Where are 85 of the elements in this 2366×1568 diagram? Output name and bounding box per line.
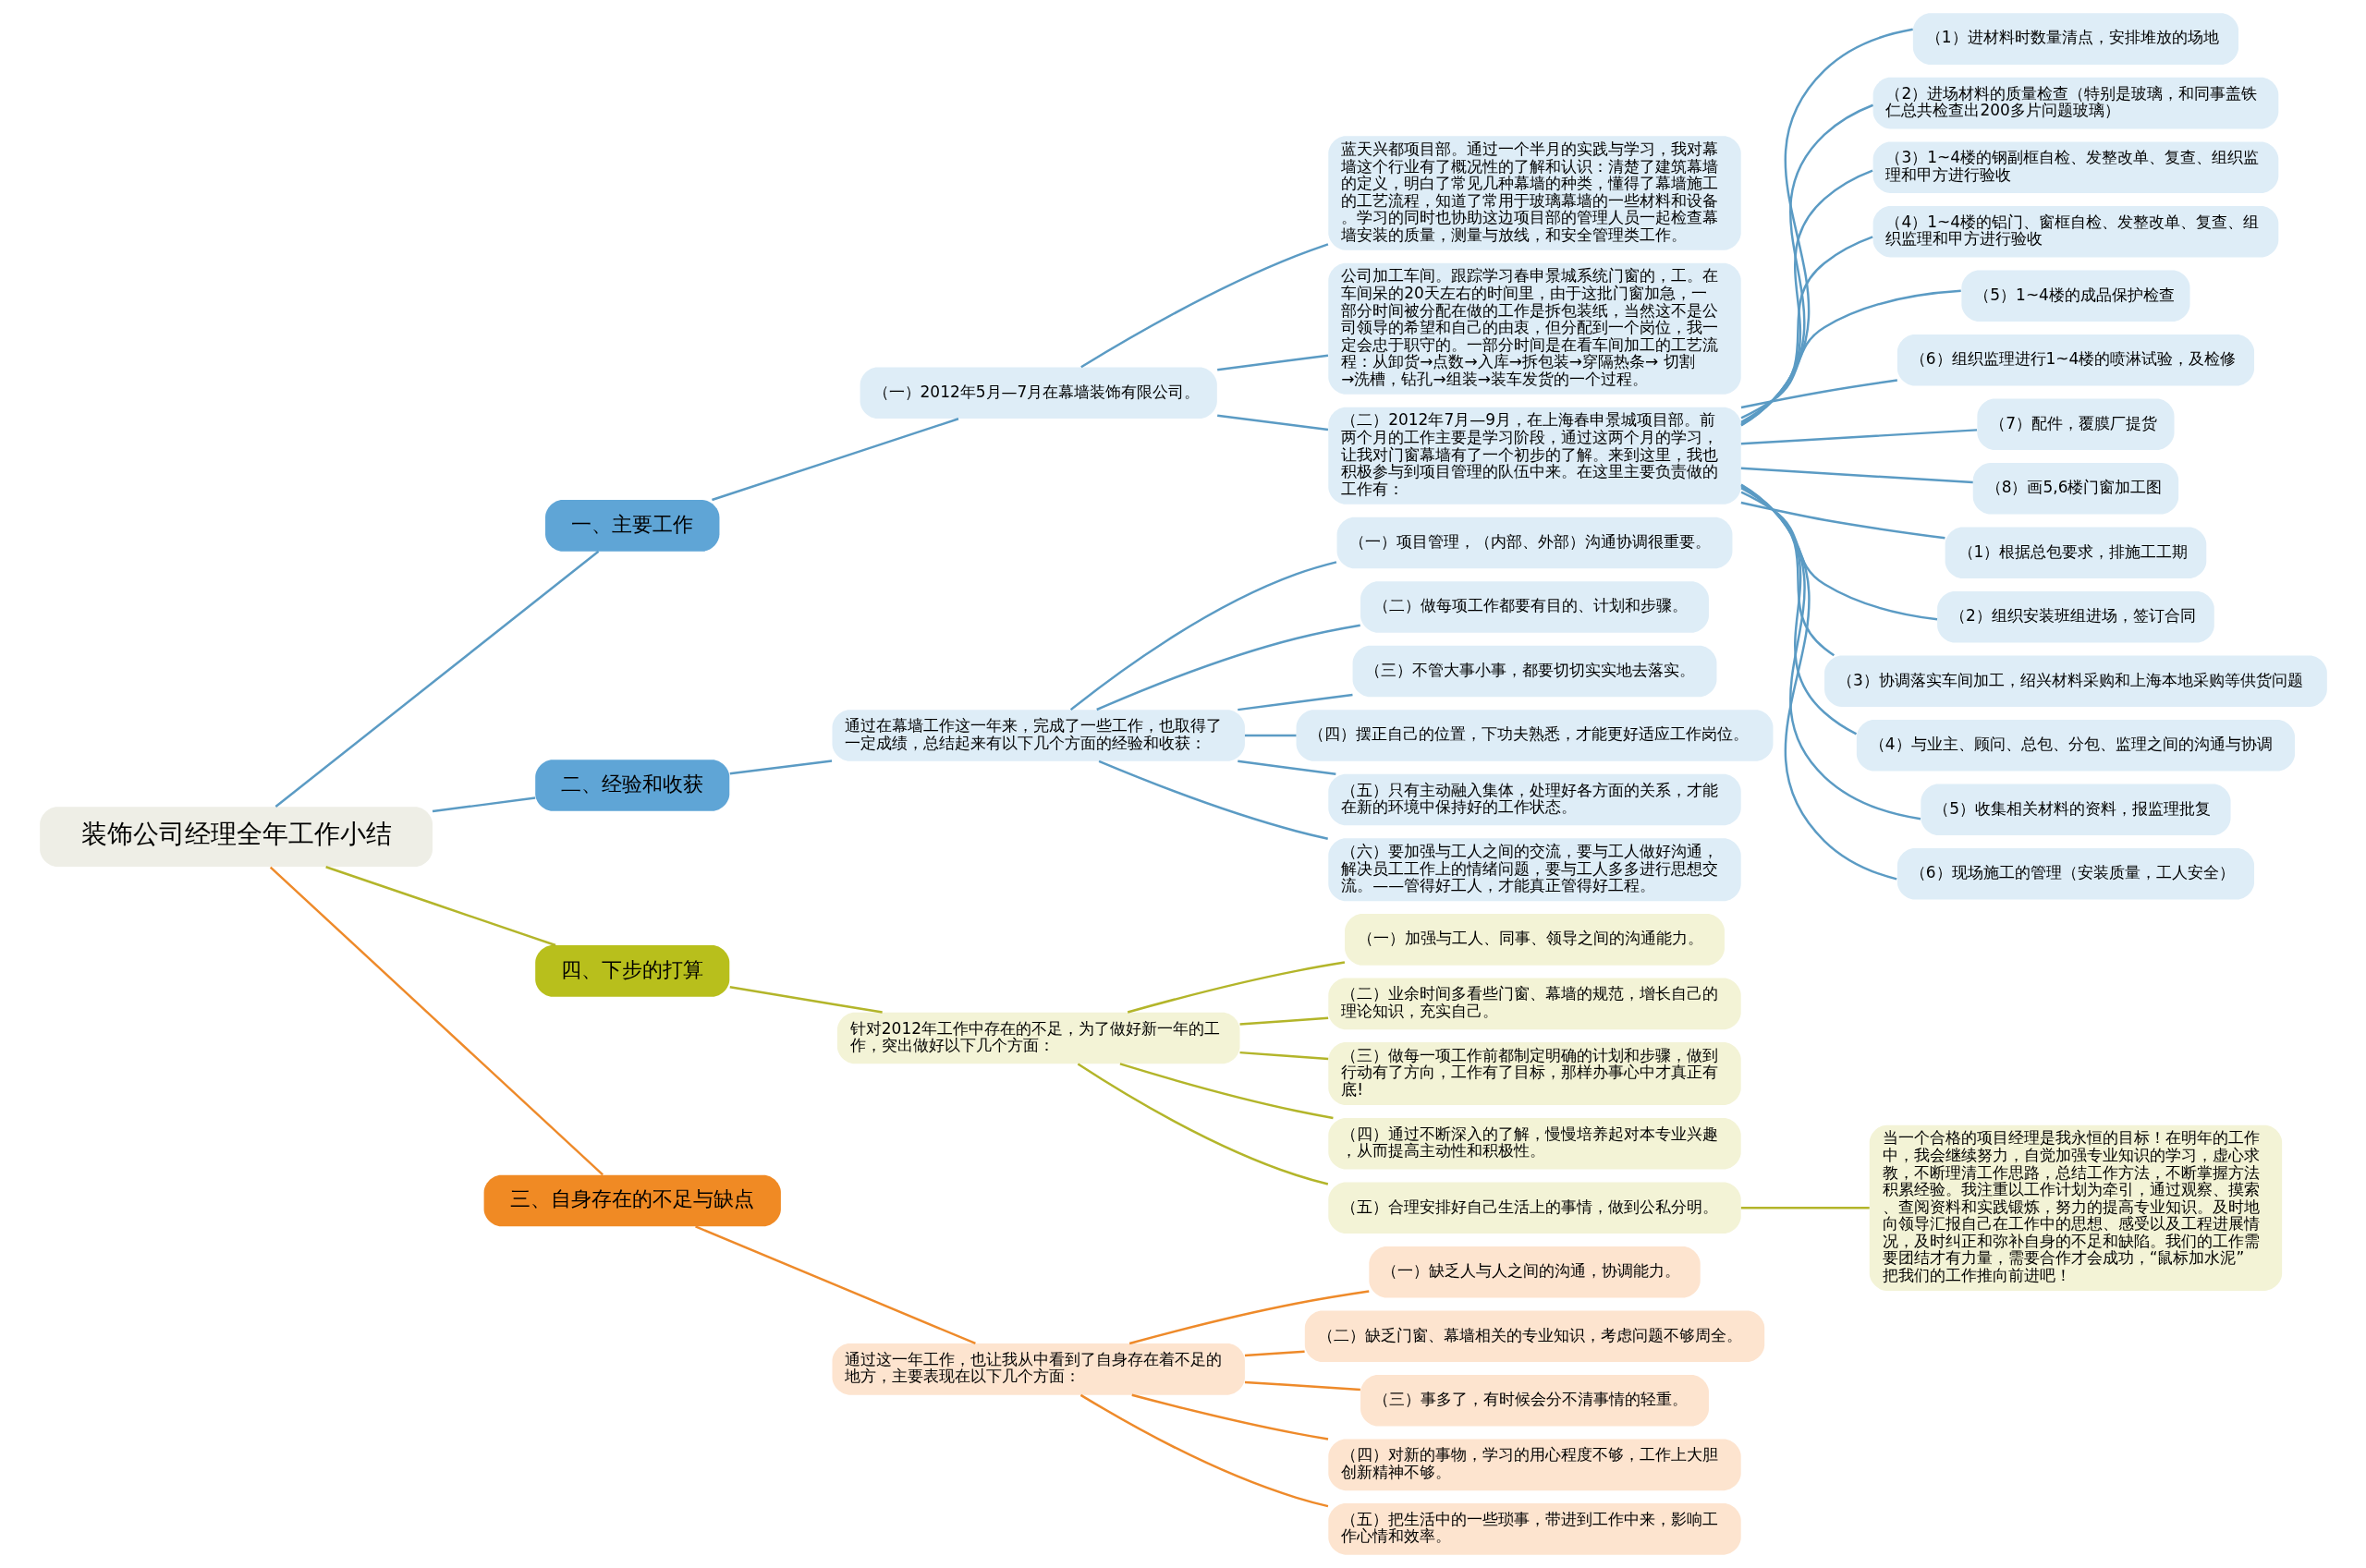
connector [1739, 487, 1835, 657]
node-box: （二）做每项工作都要有目的、计划和步骤。 [1360, 581, 1709, 633]
node-box: （3）1~4楼的钢副框自检、发整改单、复查、组织监理和甲方进行验收 [1872, 141, 2278, 193]
connector [1238, 1051, 1328, 1061]
node-box: （2）组织安装班组进场，签订合同 [1936, 590, 2214, 643]
connector [1077, 1063, 1328, 1185]
connector [1740, 379, 1897, 409]
connector [1739, 169, 1873, 425]
connector [1244, 1350, 1305, 1357]
connector [729, 760, 832, 775]
node-box: （1）进材料时数量清点，安排堆放的场地 [1912, 13, 2238, 65]
node-box: （四）通过不断深入的了解，慢慢培养起对本专业兴趣，从而提高主动性和积极性。 [1327, 1117, 1741, 1170]
connector [1098, 760, 1328, 840]
connector [729, 985, 883, 1014]
connector [1740, 1207, 1870, 1209]
node-box: （一）项目管理，（内部、外部）沟通协调很重要。 [1336, 517, 1732, 569]
node-box: （4）与业主、顾问、总包、分包、监理之间的沟通与协调 [1856, 720, 2295, 772]
node-box: 装饰公司经理全年工作小结 [39, 807, 433, 868]
connector [1237, 693, 1353, 711]
connector [711, 418, 958, 502]
node-box: （6）组织监理进行1~4楼的喷淋试验，及检修 [1896, 334, 2254, 386]
connector [1216, 354, 1328, 371]
connector [1244, 734, 1296, 737]
connector [1740, 103, 1873, 426]
node-box: 三、自身存在的不足与缺点 [483, 1174, 781, 1227]
node-box: 二、经验和收获 [534, 760, 729, 811]
connector [1739, 485, 1857, 735]
connector [1237, 760, 1335, 775]
connector [1740, 289, 1961, 419]
node-box: （二）2012年7月—9月，在上海春申景城项目部。前两个月的工作主要是学习阶段，通过这两个月的学习，让我对门窗幕墙有了一个初步的了解。来到这里，我也积极参与到项目管理的队伍中来。在这里主要负责做的工作有： [1327, 407, 1741, 504]
connector [1127, 961, 1345, 1014]
node-box: （四）对新的事物，学习的用心程度不够，工作上大胆创新精神不够。 [1327, 1439, 1741, 1491]
connector [1740, 467, 1973, 484]
connector [1095, 624, 1360, 711]
node-box: （一）2012年5月—7月在幕墙装饰有限公司。 [860, 367, 1217, 419]
node-box: 公司加工车间。跟踪学习春申景城系统门窗的，工。在车间呆的20天左右的时间里，由于这批门窗加急，一部分时间被分配在做的工作是拆包装纸，当然这不是公司领导的希望和自己的由衷，但分配到一个岗位，我一定会忠于职守的。一部分时间是在看车间加工的工艺流程：从卸货→点数→入库→拆包装→穿隔热条→ 切割→洗槽，钻孔→组装→装车发货的一个过程。 [1327, 262, 1741, 395]
node-box: （三）不管大事小事，都要切切实实地去落实。 [1352, 645, 1716, 698]
node-box: （1）根据总包要求，排施工工期 [1945, 527, 2206, 579]
connector [1740, 429, 1977, 445]
connector [1244, 1380, 1360, 1392]
node-box: （四）摆正自己的位置，下功夫熟悉，才能更好适应工作岗位。 [1296, 710, 1773, 761]
node-box: （8）画5,6楼门窗加工图 [1972, 462, 2178, 515]
node-box: 通过这一年工作，也让我从中看到了自身存在着不足的地方，主要表现在以下几个方面： [832, 1343, 1245, 1395]
connector [274, 550, 599, 808]
node-box: 针对2012年工作中存在的不足，为了做好新一年的工作，突出做好以下几个方面： [836, 1012, 1239, 1064]
connector [1740, 491, 1937, 621]
connector [1739, 236, 1873, 423]
connector [1739, 28, 1913, 427]
node-box: （4）1~4楼的铝门、窗框自检、发整改单、复查、组织监理和甲方进行验收 [1872, 205, 2278, 258]
connector [1739, 483, 1896, 881]
connector [1079, 243, 1328, 369]
connector [1119, 1063, 1334, 1120]
node-box: （一）加强与工人、同事、领导之间的沟通能力。 [1344, 914, 1725, 966]
connector [1238, 1016, 1328, 1026]
node-box: （7）配件，覆膜厂提货 [1976, 398, 2175, 451]
node-box: （5）1~4楼的成品保护检查 [1960, 270, 2190, 322]
connector [694, 1225, 976, 1345]
connector [1740, 501, 1945, 540]
node-box: 通过在幕墙工作这一年来，完成了一些工作，也取得了一定成绩，总结起来有以下几个方面的经验和收获： [832, 710, 1245, 761]
connector [1216, 414, 1328, 432]
connector [1079, 1393, 1328, 1508]
connector [432, 796, 535, 813]
node-box: （二）业余时间多看些门窗、幕墙的规范，增长自己的理论知识，充实自己。 [1327, 978, 1741, 1030]
connector [269, 866, 604, 1176]
node-box: （3）协调落实车间加工，绍兴材料采购和上海本地采购等供货问题 [1823, 655, 2327, 708]
connector [324, 866, 555, 947]
node-box: （6）现场施工的管理（安装质量，工人安全） [1896, 848, 2254, 900]
node-box: （二）缺乏门窗、幕墙相关的专业知识，考虑问题不够周全。 [1304, 1310, 1764, 1363]
node-box: （三）做每一项工作前都制定明确的计划和步骤，做到行动有了方向，工作有了目标，那样办事心中才真正有底! [1327, 1042, 1741, 1106]
node-box: （六）要加强与工人之间的交流，要与工人做好沟通，解决员工工作上的情绪问题，要与工人多多进行思想交流。——管得好工人，才能真正管得好工程。 [1327, 838, 1741, 902]
node-box: 一、主要工作 [544, 500, 719, 552]
node-box: （2）进场材料的质量检查（特别是玻璃，和同事盖铁仁总共检查出200多片问题玻璃） [1872, 77, 2278, 129]
node-box: 四、下步的打算 [534, 945, 729, 997]
connector [1130, 1393, 1328, 1440]
connector [1128, 1290, 1369, 1345]
node-box: （一）缺乏人与人之间的沟通，协调能力。 [1368, 1246, 1701, 1298]
node-box: （5）收集相关材料的资料，报监理批复 [1920, 784, 2231, 836]
node-box: （五）把生活中的一些琐事，带进到工作中来，影响工作心情和效率。 [1327, 1503, 1741, 1555]
node-box: 蓝天兴都项目部。通过一个半月的实践与学习，我对幕墙这个行业有了概况性的了解和认识：清楚了建筑幕墙的定义，明白了常见几种幕墙的种类，懂得了幕墙施工的工艺流程，知道了常用于玻璃幕墙的一些材料和设备。学习的同时也协助这边项目部的管理人员一起检查幕墙安装的质量，测量与放线，和安全管理类工作。 [1327, 136, 1741, 250]
connector [1740, 484, 1921, 820]
connector [1069, 561, 1336, 711]
node-box: （五）合理安排好自己生活上的事情，做到公私分明。 [1327, 1182, 1741, 1234]
node-box: 当一个合格的项目经理是我永恒的目标！在明年的工作中，我会继续努力，自觉加强专业知识的学习，虚心求教，不断理清工作思路，总结工作方法，不断掌握方法积累经验。我注重以工作计划为牵引，通过观察、摸索、查阅资料和实践锻炼，努力的提高专业知识。及时地向领导汇报自己在工作中的思想、感受以及工程进展情况，及时纠正和弥补自身的不足和缺陷。我们的工作需要团结才有力量，需要合作才会成功，“鼠标加水泥”把我们的工作推向前进吧！ [1869, 1124, 2282, 1291]
node-box: （五）只有主动融入集体，处理好各方面的关系，才能在新的环境中保持好的工作状态。 [1327, 773, 1741, 826]
node-box: （三）事多了，有时候会分不清事情的轻重。 [1360, 1375, 1709, 1427]
